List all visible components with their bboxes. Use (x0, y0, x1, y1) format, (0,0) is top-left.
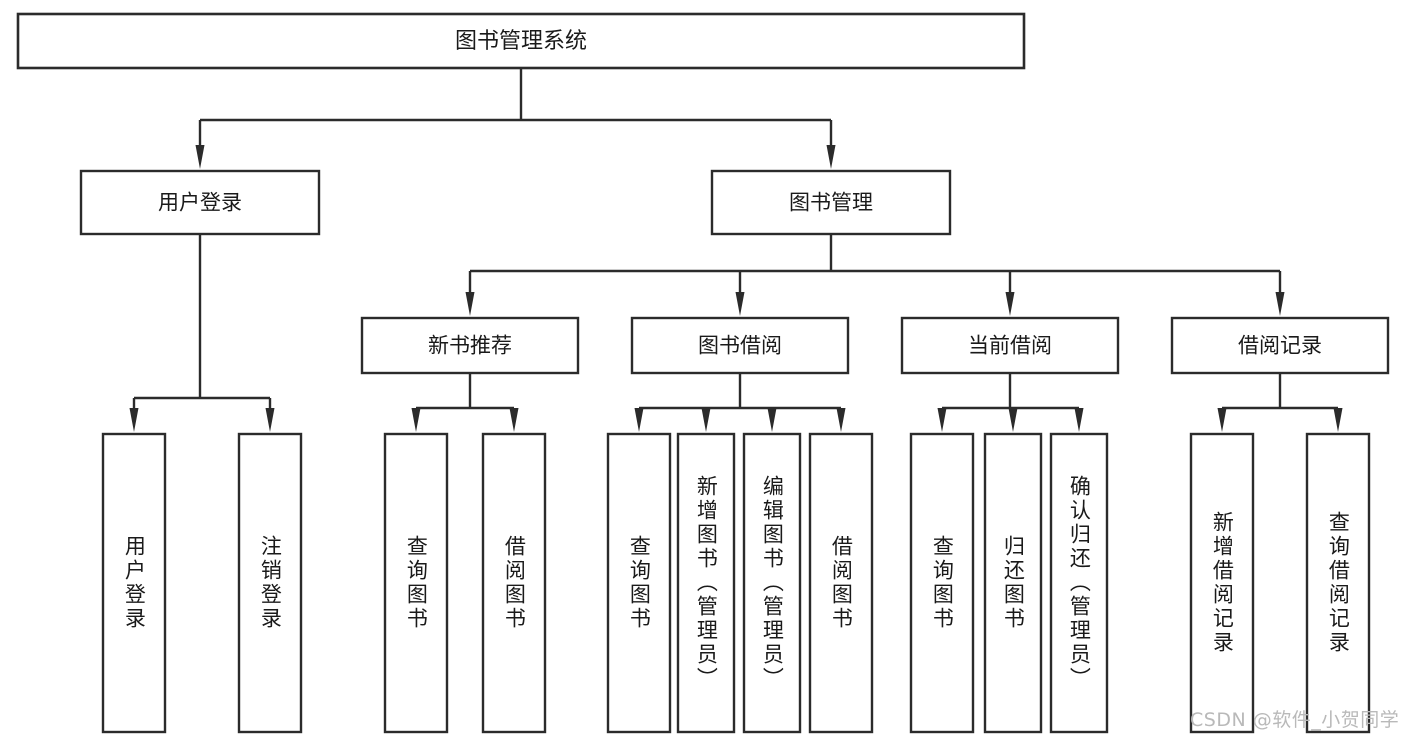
arrow-head-icon (1217, 408, 1227, 432)
node-box-leaf-edit-book-admin[interactable] (742, 432, 802, 734)
node-box-book-manage[interactable] (710, 169, 952, 236)
arrow-head-icon (735, 292, 745, 316)
node-box-leaf-return-book[interactable] (983, 432, 1043, 734)
arrow-head-icon (767, 408, 777, 432)
node-box-leaf-query-book-current[interactable] (909, 432, 975, 734)
node-label-root: 图书管理系统 (455, 29, 587, 54)
node-box-leaf-query-book-borrow[interactable] (606, 432, 672, 734)
node-box-leaf-borrow-book-rec[interactable] (481, 432, 547, 734)
node-box-leaf-add-borrow-record[interactable] (1189, 432, 1255, 734)
node-label-user-login: 用户登录 (158, 191, 242, 215)
node-box-leaf-add-book-admin[interactable] (676, 432, 736, 734)
arrow-head-icon (129, 408, 139, 432)
node-box-leaf-confirm-return-admin[interactable] (1049, 432, 1109, 734)
arrow-head-icon (701, 408, 711, 432)
arrow-head-icon (937, 408, 947, 432)
arrow-head-icon (634, 408, 644, 432)
watermark-text: CSDN @软件_小贺同学 (1190, 709, 1400, 731)
node-box-current-borrow[interactable] (900, 316, 1120, 375)
node-box-borrow-record[interactable] (1170, 316, 1390, 375)
node-box-leaf-logout[interactable] (237, 432, 303, 734)
node-box-book-borrow[interactable] (630, 316, 850, 375)
node-box-user-login[interactable] (79, 169, 321, 236)
node-label-borrow-record: 借阅记录 (1238, 334, 1322, 358)
arrow-head-icon (1008, 408, 1018, 432)
node-box-leaf-user-login[interactable] (101, 432, 167, 734)
node-box-leaf-borrow-book[interactable] (808, 432, 874, 734)
arrow-head-icon (826, 145, 836, 169)
node-label-book-manage: 图书管理 (789, 191, 873, 215)
node-label-new-book-recommend: 新书推荐 (428, 334, 512, 358)
arrow-head-icon (465, 292, 475, 316)
node-box-leaf-query-book-rec[interactable] (383, 432, 449, 734)
node-box-leaf-query-borrow-record[interactable] (1305, 432, 1371, 734)
arrow-head-icon (195, 145, 205, 169)
node-box-new-book-recommend[interactable] (360, 316, 580, 375)
node-label-book-borrow: 图书借阅 (698, 334, 782, 358)
arrow-head-icon (509, 408, 519, 432)
arrow-head-icon (1275, 292, 1285, 316)
arrow-head-icon (265, 408, 275, 432)
arrow-head-icon (411, 408, 421, 432)
arrow-head-icon (1005, 292, 1015, 316)
connector-lines-layer (129, 68, 1343, 432)
arrow-head-icon (1074, 408, 1084, 432)
node-label-current-borrow: 当前借阅 (968, 334, 1052, 358)
arrow-head-icon (1333, 408, 1343, 432)
node-box-root[interactable] (16, 12, 1026, 70)
arrow-head-icon (836, 408, 846, 432)
